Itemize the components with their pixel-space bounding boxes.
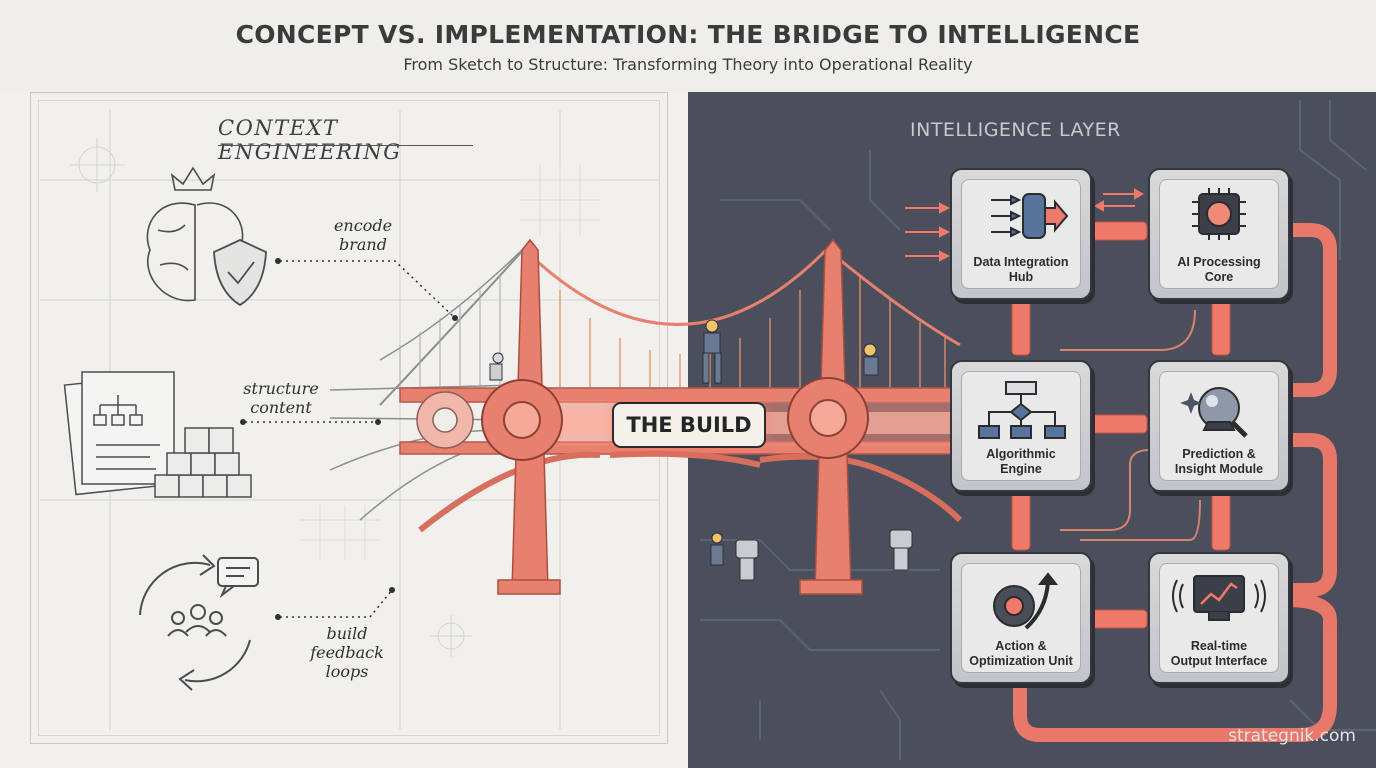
module-action-optimization: Action &Optimization Unit xyxy=(950,552,1092,684)
thin-traces xyxy=(1060,309,1201,541)
sketched-deck xyxy=(329,247,526,521)
module-prediction-insight: Prediction &Insight Module xyxy=(1148,360,1290,492)
blocks-icon xyxy=(154,427,252,498)
flowchart-icon xyxy=(952,378,1090,449)
module-connectors xyxy=(1011,221,1231,629)
outer-pipes xyxy=(1013,223,1337,742)
suspender-cables xyxy=(559,290,801,388)
shield-icon xyxy=(213,239,267,307)
module-label: Prediction &Insight Module xyxy=(1174,447,1264,476)
page-subtitle: From Sketch to Structure: Transforming T… xyxy=(403,55,973,74)
suspension-cable-right xyxy=(827,248,961,347)
context-engineering-title: CONTEXT ENGINEERING xyxy=(218,116,402,164)
worker-figures xyxy=(489,319,913,581)
title-underline xyxy=(218,145,473,146)
circuit-traces xyxy=(700,100,1376,760)
feedback-loop-icon xyxy=(139,554,259,691)
sketched-cables xyxy=(399,275,501,388)
intelligence-layer-title: INTELLIGENCE LAYER xyxy=(910,119,1121,141)
brain-chip-icon xyxy=(1150,186,1288,251)
brain-crown-icon xyxy=(146,166,244,302)
page-title: CONCEPT VS. IMPLEMENTATION: THE BRIDGE T… xyxy=(235,20,1141,49)
bridge-deck xyxy=(399,387,961,403)
bridge-arches xyxy=(418,450,963,533)
gear-arrow-icon xyxy=(952,570,1090,641)
document-stack-icon xyxy=(63,371,175,496)
gear-left xyxy=(481,379,563,461)
suspension-cable xyxy=(523,246,830,326)
data-flow-icon xyxy=(952,186,1090,251)
leader-lines xyxy=(245,260,456,618)
input-arrows xyxy=(905,188,1145,262)
sketch-grid-patch xyxy=(300,165,600,560)
gear-right xyxy=(787,377,869,459)
module-label: Action &Optimization Unit xyxy=(969,639,1073,668)
monitor-chart-icon xyxy=(1150,570,1288,641)
watermark: strategnik.com xyxy=(1228,726,1356,746)
gear-sketch xyxy=(416,391,474,449)
the-build-label: THE BUILD xyxy=(612,402,766,448)
crystal-ball-icon xyxy=(1150,378,1288,449)
